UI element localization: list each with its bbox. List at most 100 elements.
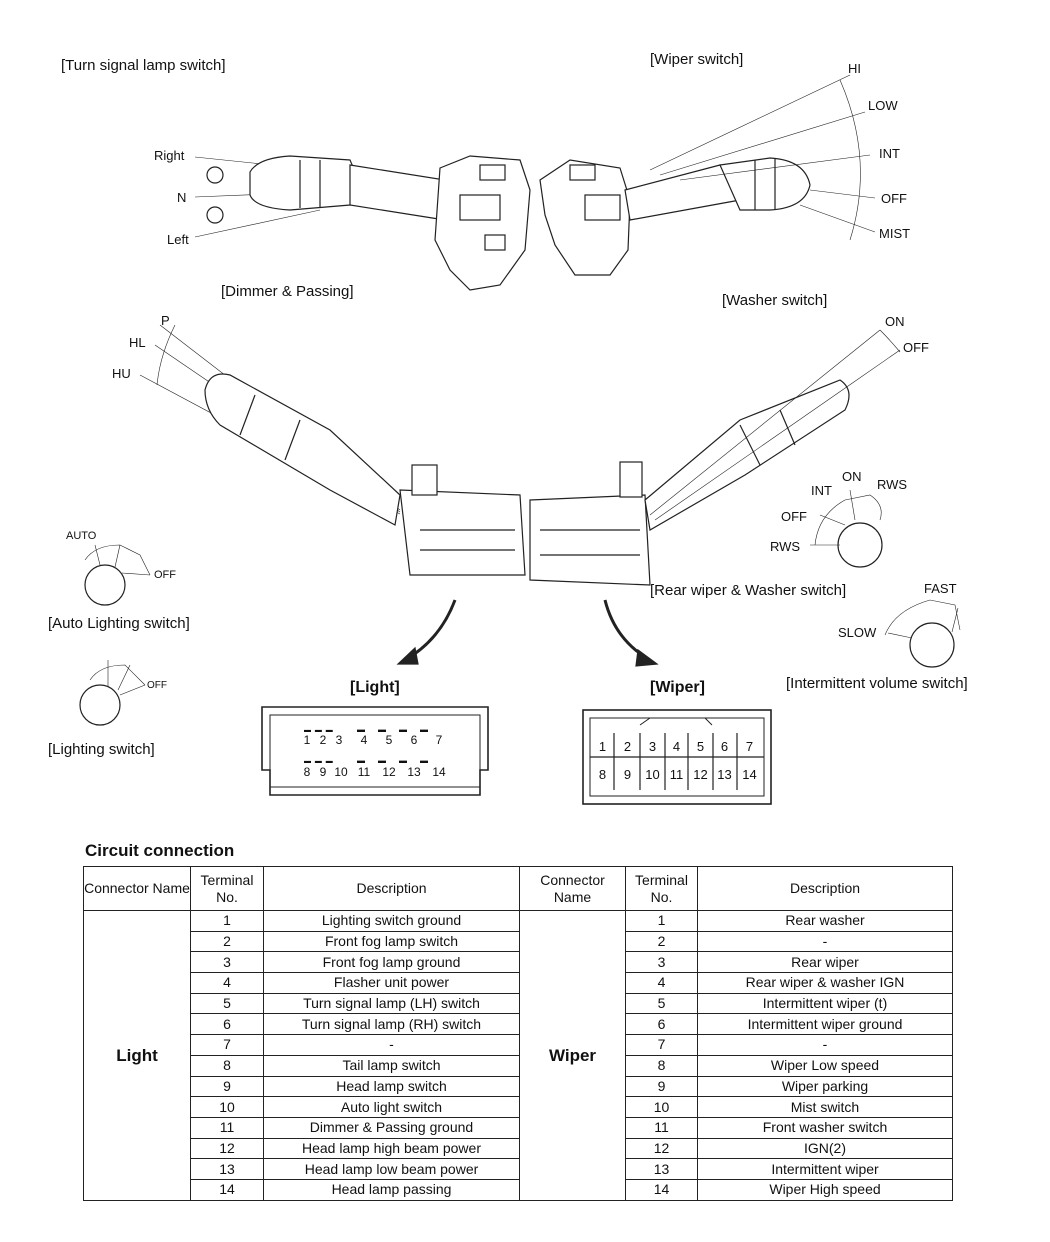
- description: Intermittent wiper ground: [697, 1013, 953, 1036]
- description: Dimmer & Passing ground: [263, 1116, 520, 1139]
- wiper-pin: 9: [623, 767, 632, 782]
- terminal-no: 10: [190, 1096, 264, 1118]
- description: Head lamp high beam power: [263, 1137, 520, 1160]
- light-connector-title: [Light]: [350, 679, 400, 696]
- dimmer-label: [Dimmer & Passing]: [221, 283, 354, 300]
- light-pin: 11: [357, 765, 371, 779]
- wiper-pin: 11: [669, 767, 684, 782]
- description: -: [263, 1034, 520, 1056]
- switch-diagram: [Turn signal lamp switch] [Wiper switch]…: [48, 52, 968, 805]
- description: Turn signal lamp (LH) switch: [263, 992, 520, 1015]
- turn-signal-label: [Turn signal lamp switch]: [61, 57, 226, 74]
- description: Head lamp switch: [263, 1075, 520, 1098]
- terminal-no: 5: [190, 992, 264, 1015]
- light-pin-marks: ▬ ▬ ▬: [304, 727, 333, 734]
- header-connector-name: Connector Name: [83, 866, 191, 911]
- wiper-position-int: INT: [879, 146, 900, 161]
- terminal-no: 7: [625, 1034, 698, 1056]
- turn-position-right: Right: [154, 148, 185, 163]
- light-pin: 14: [432, 765, 446, 779]
- light-pin: 10: [334, 765, 348, 779]
- wiper-connector-outline: [582, 709, 772, 805]
- header-terminal-no: Terminal No.: [625, 866, 698, 911]
- description: -: [697, 1034, 953, 1056]
- terminal-no: 6: [625, 1013, 698, 1036]
- light-pin: 6: [410, 733, 418, 747]
- terminal-no: 13: [190, 1158, 264, 1180]
- intermittent-label: [Intermittent volume switch]: [786, 675, 968, 692]
- light-pin: 2: [319, 733, 327, 747]
- turn-position-n: N: [177, 190, 187, 205]
- description: Rear wiper: [697, 951, 953, 974]
- lighting-position-off: OFF: [147, 680, 167, 691]
- description: Intermittent wiper (t): [697, 992, 953, 1015]
- terminal-no: 4: [625, 972, 698, 994]
- terminal-no: 13: [625, 1158, 698, 1180]
- rear-wiper-position-on: ON: [842, 469, 862, 484]
- intermittent-position-slow: SLOW: [838, 625, 877, 640]
- description: IGN(2): [697, 1137, 953, 1160]
- description: Rear washer: [697, 910, 953, 932]
- wiper-pin: 13: [717, 767, 732, 782]
- description: -: [697, 930, 953, 953]
- light-pin: 4: [360, 733, 368, 747]
- header-terminal-no: Terminal No.: [190, 866, 264, 911]
- description: Wiper High speed: [697, 1178, 953, 1201]
- terminal-no: 8: [190, 1054, 264, 1077]
- description: Front washer switch: [697, 1116, 953, 1139]
- dimmer-position-hl: HL: [129, 335, 146, 350]
- terminal-no: 12: [190, 1137, 264, 1160]
- dimmer-position-hu: HU: [112, 366, 131, 381]
- terminal-no: 8: [625, 1054, 698, 1077]
- terminal-no: 11: [625, 1116, 698, 1139]
- description: Wiper Low speed: [697, 1054, 953, 1077]
- auto-lighting-position-auto: AUTO: [66, 530, 97, 542]
- terminal-no: 14: [625, 1178, 698, 1201]
- auto-lighting-knob-drawing: [84, 544, 151, 606]
- light-pin: 3: [335, 733, 343, 747]
- description: Front fog lamp switch: [263, 930, 520, 953]
- turn-signal-stalk-drawing: [194, 155, 531, 291]
- description: Turn signal lamp (RH) switch: [263, 1013, 520, 1036]
- connector-name-wiper: Wiper: [519, 910, 626, 1201]
- auto-lighting-label: [Auto Lighting switch]: [48, 615, 190, 632]
- light-connector-outline: [261, 706, 489, 796]
- auto-lighting-position-off: OFF: [154, 569, 176, 581]
- light-pin: 12: [382, 765, 396, 779]
- description: Head lamp passing: [263, 1178, 520, 1201]
- washer-label: [Washer switch]: [722, 292, 828, 309]
- wiper-pin: 5: [696, 739, 705, 754]
- terminal-no: 10: [625, 1096, 698, 1118]
- description: Wiper parking: [697, 1075, 953, 1098]
- terminal-no: 6: [190, 1013, 264, 1036]
- circuit-title: Circuit connection: [85, 841, 235, 860]
- washer-lever-drawing: [529, 329, 901, 586]
- wiper-connector-title: [Wiper]: [650, 679, 705, 696]
- terminal-no: 4: [190, 972, 264, 994]
- wiper-pin: 4: [672, 739, 681, 754]
- intermittent-knob-drawing: [884, 599, 961, 668]
- connector-name-light: Light: [83, 910, 191, 1201]
- terminal-no: 12: [625, 1137, 698, 1160]
- terminal-no: 2: [190, 930, 264, 953]
- light-pin: 7: [435, 733, 443, 747]
- description: Tail lamp switch: [263, 1054, 520, 1077]
- wiper-pin: 2: [623, 739, 632, 754]
- wiper-pin: 10: [645, 767, 660, 782]
- description: Flasher unit power: [263, 972, 520, 994]
- wiper-pin: 14: [742, 767, 757, 782]
- rear-wiper-position-rws-top: RWS: [877, 477, 908, 492]
- terminal-no: 11: [190, 1116, 264, 1139]
- terminal-no: 3: [190, 951, 264, 974]
- turn-position-left: Left: [167, 232, 189, 247]
